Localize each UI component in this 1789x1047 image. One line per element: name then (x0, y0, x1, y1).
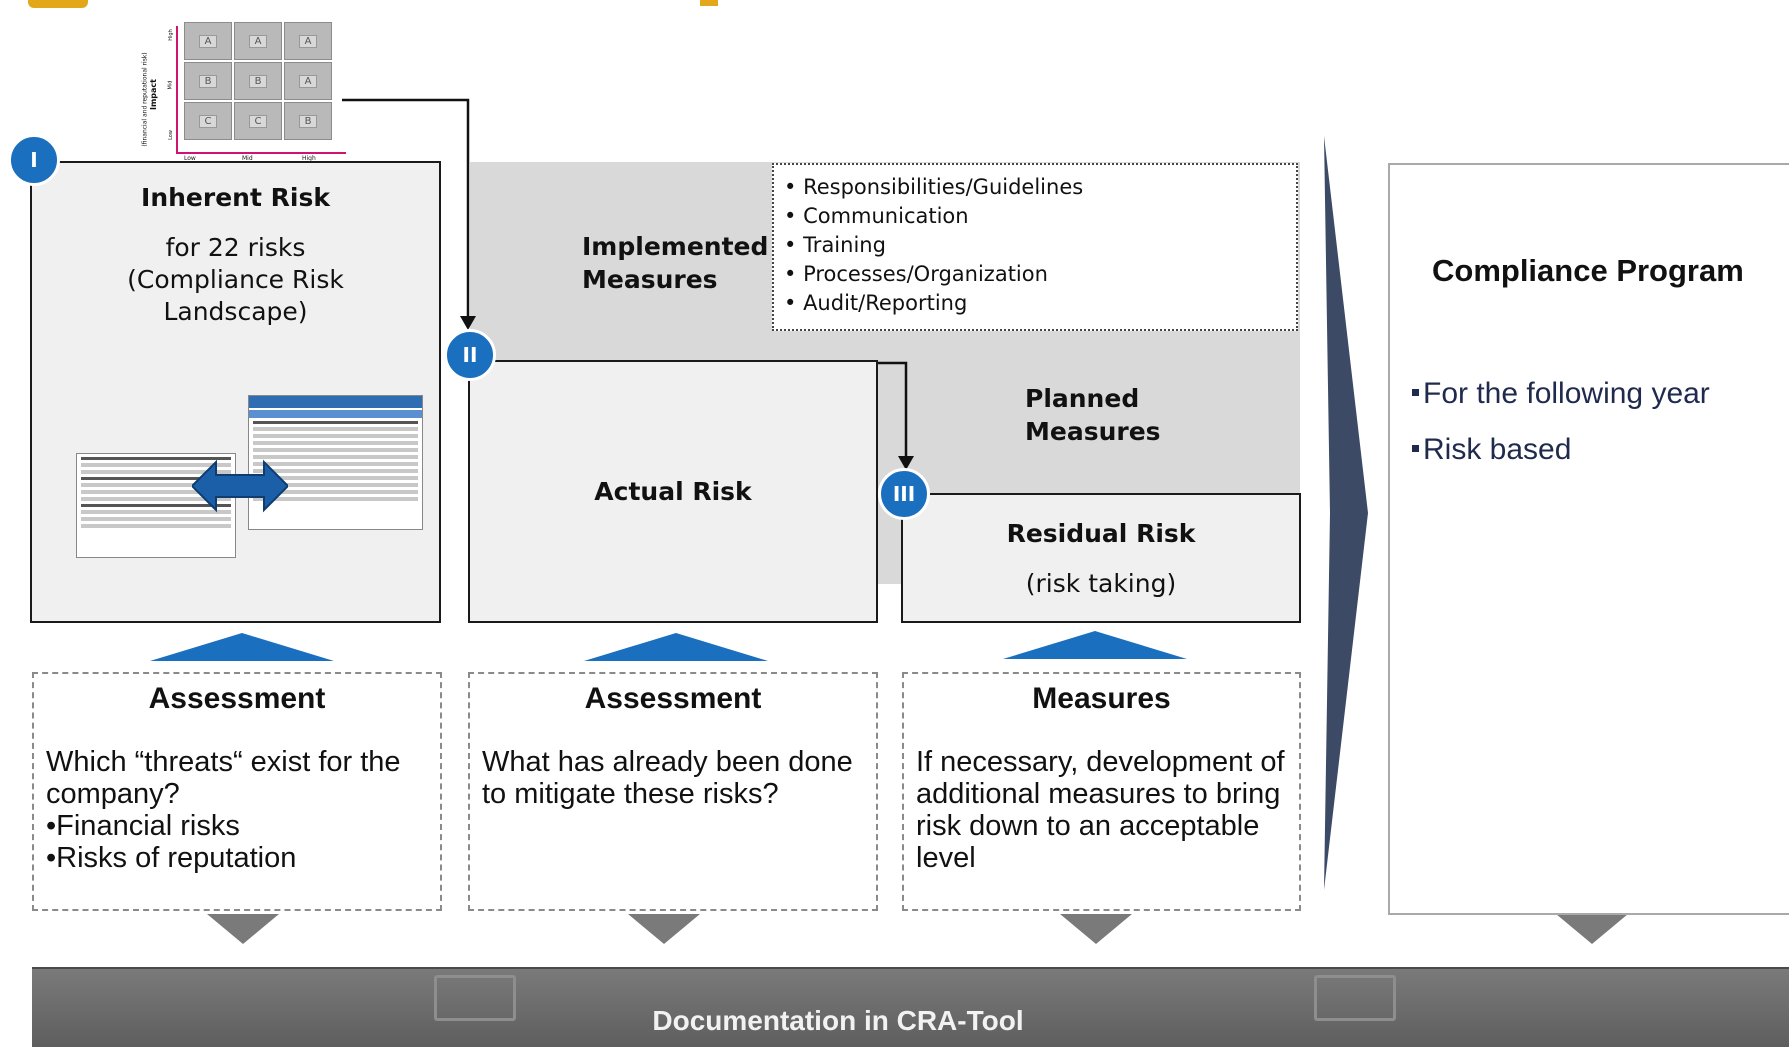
down-triangle-icon (1060, 914, 1132, 944)
footer-label: Documentation in CRA-Tool (652, 1005, 1024, 1036)
matrix-cell: C (184, 102, 232, 140)
measures-thumbnail (248, 395, 423, 530)
measure-item: Processes/Organization (784, 260, 1288, 289)
double-arrow-icon (192, 459, 288, 513)
inherent-risk-box: Inherent Risk for 22 risks (Compliance R… (30, 161, 441, 623)
implemented-measures-list: Responsibilities/Guidelines Communicatio… (772, 163, 1298, 331)
measure-item: Responsibilities/Guidelines (784, 173, 1288, 202)
implemented-measures-label: Implemented Measures (582, 232, 769, 294)
matrix-cell: A (184, 22, 232, 60)
documentation-footer-bar: Documentation in CRA-Tool (32, 967, 1789, 1047)
up-triangle-icon (1003, 631, 1187, 659)
compliance-program-items: For the following year Risk based (1412, 377, 1710, 489)
program-item: Risk based (1412, 433, 1710, 467)
matrix-x-tick: Mid (242, 155, 253, 162)
matrix-x-axis (176, 152, 346, 154)
measure-item: Communication (784, 202, 1288, 231)
up-triangle-icon (584, 633, 768, 661)
compliance-program-title: Compliance Program (1432, 253, 1744, 288)
planned-measures-label: Planned Measures (1025, 384, 1161, 446)
risk-landscape-thumbnail (76, 453, 236, 558)
assessment-box-actual: Assessment What has already been done to… (468, 672, 878, 911)
step-marker-three: III (878, 468, 930, 520)
down-triangle-icon (1556, 914, 1628, 944)
matrix-cell: A (284, 22, 332, 60)
measures-title: Measures (1032, 682, 1171, 715)
laptop-icon (434, 975, 516, 1021)
measure-item: Training (784, 231, 1288, 260)
residual-risk-subtitle: (risk taking) (1025, 569, 1177, 598)
measures-box-residual: Measures If necessary, development of ad… (902, 672, 1301, 911)
down-triangle-icon (207, 914, 279, 944)
assessment-title: Assessment (148, 682, 326, 715)
down-triangle-icon (628, 914, 700, 944)
matrix-cell: A (234, 22, 282, 60)
assessment-text: Which “threats“ exist for the company? •… (46, 746, 401, 874)
matrix-y-axis (176, 26, 178, 154)
compliance-program-box: Compliance Program For the following yea… (1388, 163, 1789, 915)
step-marker-one: I (8, 134, 60, 186)
residual-risk-title: Residual Risk (1006, 519, 1196, 548)
actual-risk-title: Actual Risk (594, 477, 752, 506)
assessment-title: Assessment (584, 682, 762, 715)
matrix-x-tick: Low (184, 155, 196, 162)
measure-item: Audit/Reporting (784, 289, 1288, 318)
matrix-cell: C (234, 102, 282, 140)
matrix-cell: A (284, 62, 332, 100)
risk-matrix: Impact (financial and reputational risk)… (142, 18, 350, 163)
matrix-cell: B (234, 62, 282, 100)
up-triangle-icon (150, 633, 334, 661)
measures-text: If necessary, development of additional … (916, 746, 1285, 874)
inherent-risk-count: for 22 risks (165, 233, 306, 262)
inherent-risk-title: Inherent Risk (141, 183, 330, 212)
inherent-risk-detail: (Compliance Risk (127, 265, 344, 294)
residual-risk-box: Residual Risk (risk taking) (901, 493, 1301, 623)
assessment-text: What has already been done to mitigate t… (482, 746, 853, 810)
cropped-heading-fragment (700, 0, 718, 6)
actual-risk-box: Actual Risk (468, 360, 878, 623)
matrix-cell: B (284, 102, 332, 140)
laptop-icon (1314, 975, 1396, 1021)
matrix-cell: B (184, 62, 232, 100)
matrix-x-tick: High (302, 155, 316, 162)
step-marker-two: II (444, 329, 496, 381)
program-item: For the following year (1412, 377, 1710, 411)
inherent-risk-detail: Landscape) (163, 297, 308, 326)
assessment-box-inherent: Assessment Which “threats“ exist for the… (32, 672, 442, 911)
chevron-separator-icon (1324, 136, 1368, 890)
cropped-heading-fragment (28, 0, 88, 8)
